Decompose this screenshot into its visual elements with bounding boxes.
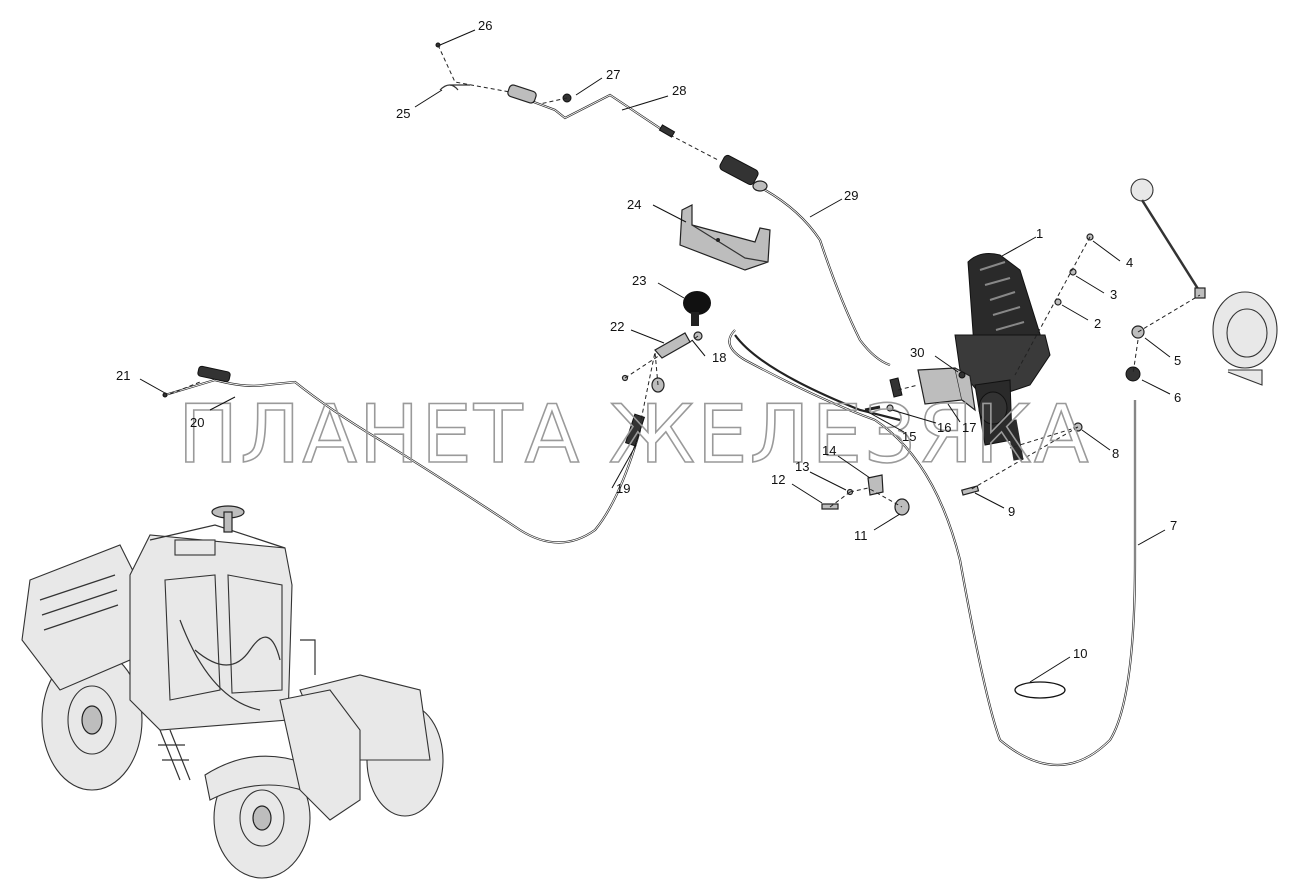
- lever-22: [621, 331, 703, 393]
- callout-17: 17: [962, 420, 976, 435]
- callout-11: 11: [854, 528, 868, 543]
- callout-14: 14: [822, 443, 836, 458]
- callout-26: 26: [478, 18, 492, 33]
- tractor-illustration: [21, 505, 444, 879]
- hand-lever: [1130, 178, 1278, 386]
- callout-1: 1: [1036, 226, 1043, 241]
- callout-19: 19: [616, 481, 630, 496]
- assembly-dash-lines: [169, 44, 1201, 508]
- callout-25: 25: [396, 106, 410, 121]
- callout-21: 21: [116, 368, 130, 383]
- callout-13: 13: [795, 459, 809, 474]
- callout-28: 28: [672, 83, 686, 98]
- callout-24: 24: [627, 197, 641, 212]
- callout-4: 4: [1126, 255, 1133, 270]
- switch-block-17: [886, 367, 976, 412]
- callout-7: 7: [1170, 518, 1177, 533]
- callout-6: 6: [1174, 390, 1181, 405]
- watermark: ПЛАНЕТА ЖЕЛЕЗЯКА: [178, 388, 1091, 481]
- bracket-24: [679, 204, 771, 271]
- cable-inner-15: [734, 334, 901, 422]
- callout-23: 23: [632, 273, 646, 288]
- cable-7: [728, 329, 1137, 767]
- callout-8: 8: [1112, 446, 1119, 461]
- callout-labels: 1 2 3 4 5 6 7 8 9 10 11 12 13 14 15 16 1…: [116, 18, 1181, 661]
- callout-30: 30: [910, 345, 924, 360]
- callout-20: 20: [190, 415, 204, 430]
- callout-22: 22: [610, 319, 624, 334]
- callout-16: 16: [937, 420, 951, 435]
- callout-2: 2: [1094, 316, 1101, 331]
- callout-12: 12: [771, 472, 785, 487]
- leader-lines: [139, 29, 1171, 683]
- knob-23: [683, 291, 711, 326]
- callout-18: 18: [712, 350, 726, 365]
- callout-27: 27: [606, 67, 620, 82]
- callout-10: 10: [1073, 646, 1087, 661]
- cable-29: [719, 154, 891, 367]
- callout-3: 3: [1110, 287, 1117, 302]
- rod-28: [439, 84, 676, 138]
- callout-15: 15: [902, 429, 916, 444]
- pedal-1: [954, 253, 1051, 461]
- callout-29: 29: [844, 188, 858, 203]
- callout-5: 5: [1174, 353, 1181, 368]
- cable-19: [164, 365, 646, 544]
- callout-9: 9: [1008, 504, 1015, 519]
